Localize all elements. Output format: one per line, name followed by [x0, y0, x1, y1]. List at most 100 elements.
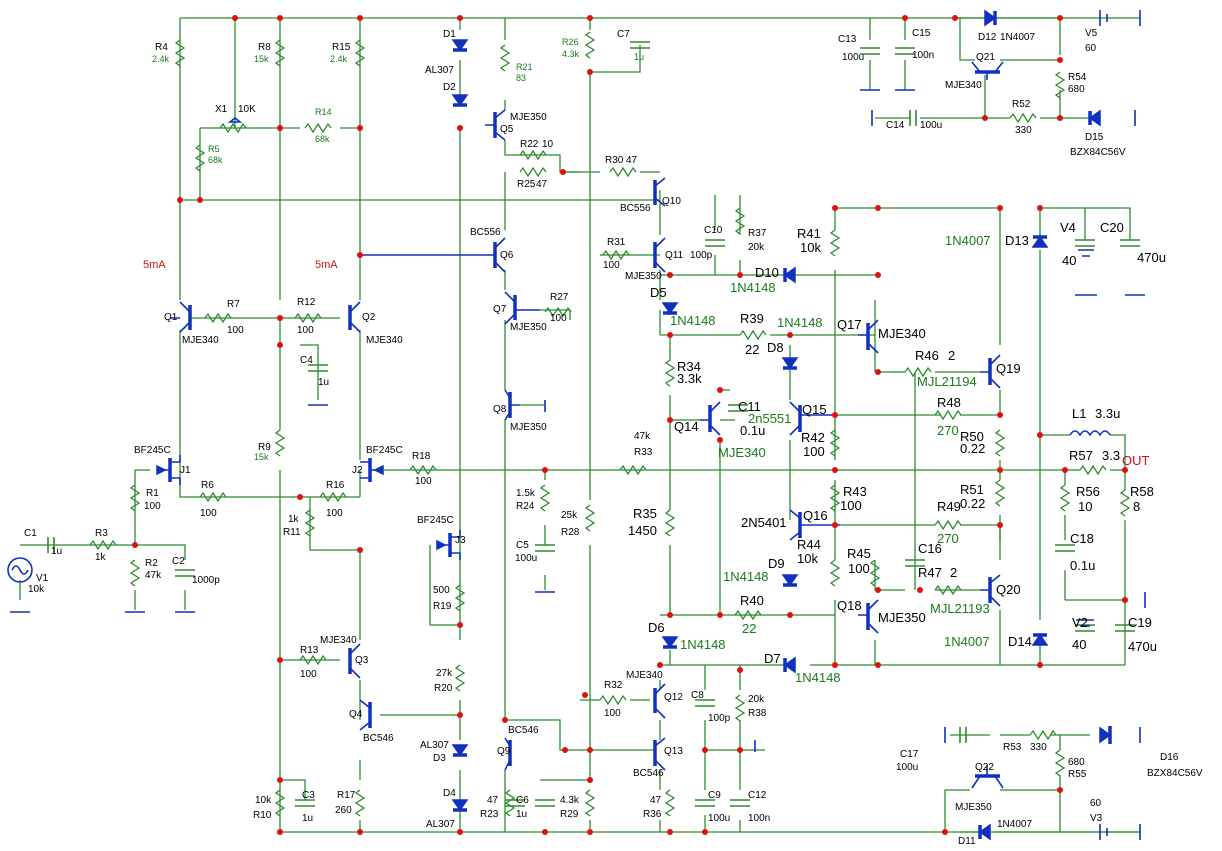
resistor-r47	[934, 584, 962, 596]
label-r14-ref: R14	[315, 107, 332, 117]
label-c19-ref: C19	[1128, 615, 1152, 630]
label-r8-value: 15k	[254, 54, 269, 64]
label-c4-value: 1u	[318, 377, 329, 388]
label-r56-ref: R56	[1076, 484, 1100, 499]
label-c20-ref: C20	[1100, 220, 1124, 235]
label-r26-value: 4.3k	[562, 49, 580, 59]
resistor-r58	[1119, 489, 1131, 517]
capacitor-c18	[1055, 544, 1075, 552]
resistor-r57	[1079, 464, 1107, 476]
label-v5-value: 60	[1085, 43, 1097, 54]
label-r44-value: 10k	[797, 551, 818, 566]
label-c3-value: 1u	[302, 813, 313, 824]
transistor-q11	[653, 237, 666, 273]
label-q3-ref: Q3	[355, 655, 369, 666]
label-d10-part: 1N4148	[730, 280, 776, 295]
label-c12-ref: C12	[748, 790, 767, 801]
label-r44-ref: R44	[797, 537, 821, 552]
label-r2-ref: R2	[145, 558, 158, 569]
capacitor-c11	[728, 404, 748, 412]
label-d8-ref: D8	[767, 340, 784, 355]
label-q5-part: MJE350	[510, 112, 547, 123]
capacitor-c6b	[535, 799, 555, 807]
label-v1-value: 10k	[28, 584, 45, 595]
label-q15-ref: Q15	[802, 402, 827, 417]
label-q19-part: MJL21194	[917, 374, 977, 389]
label-c5-ref: C5	[516, 540, 529, 551]
label-r14-value: 68k	[315, 134, 330, 144]
label-r36-value: 47	[650, 795, 662, 806]
label-r2-value: 47k	[145, 570, 162, 581]
transistor-q20	[980, 574, 1001, 607]
label-r33-ref: R33	[634, 447, 653, 458]
label-c5-value: 100u	[515, 553, 537, 564]
label-r47-ref: R47	[918, 565, 942, 580]
label-d13-ref: D13	[1005, 233, 1029, 248]
resistor-r9	[274, 429, 286, 457]
label-r58-value: 8	[1133, 499, 1140, 514]
resistor-r34	[664, 359, 676, 387]
label-c14-value: 100u	[920, 120, 942, 131]
label-d12-part: 1N4007	[1000, 32, 1035, 43]
label-r30-value: 47	[626, 155, 638, 166]
label-r5-value: 68k	[208, 155, 223, 165]
label-q13-ref: Q13	[664, 746, 683, 757]
resistor-r11	[304, 509, 316, 537]
label-d2-ref: D2	[443, 82, 456, 93]
label-d7-ref: D7	[764, 651, 781, 666]
resistor-r18	[409, 464, 437, 476]
label-al307-bot1: AL307	[420, 740, 449, 751]
resistor-r14	[304, 122, 332, 134]
transistor-q13	[653, 737, 666, 771]
label-r10-ref: R10	[253, 810, 272, 821]
capacitor-c3	[295, 799, 315, 807]
resistor-r37	[734, 207, 746, 235]
resistor-r8	[274, 39, 286, 67]
label-r13-value: 100	[300, 669, 317, 680]
label-c2-value: 1000p	[192, 575, 220, 586]
label-r41-value: 10k	[800, 240, 821, 255]
label-d14-ref: D14	[1008, 634, 1032, 649]
label-r35-value: 1450	[628, 523, 657, 538]
label-d12-ref: D12	[978, 32, 997, 43]
label-q11-ref: Q11	[665, 250, 684, 261]
label-r45-value: 100	[848, 561, 870, 576]
label-v4-value: 40	[1062, 253, 1076, 268]
label-c8-value: 100p	[708, 713, 731, 724]
label-r51-value: 0.22	[960, 496, 985, 511]
label-r46-value: 2	[948, 348, 955, 363]
diode-d10	[783, 266, 796, 284]
label-r21-ref: R21	[516, 62, 533, 72]
label-d14-part: 1N4007	[944, 634, 990, 649]
diodes	[451, 9, 1112, 841]
label-r20-value: 27k	[436, 668, 453, 679]
label-q10-ref: Q10	[662, 196, 681, 207]
label-r54-value: 680	[1068, 84, 1085, 95]
label-r19-value: 500	[433, 585, 450, 596]
labels: 5mA 5mA OUT R4 2.4k R8 15k R15 2.4k X1 1…	[24, 28, 1203, 847]
label-r8-ref: R8	[258, 42, 271, 53]
transistor-q6	[360, 237, 506, 273]
label-q18-part: MJE350	[878, 610, 926, 625]
label-r30-ref: R30	[605, 155, 624, 166]
label-q10-part: BC556	[620, 203, 651, 214]
diode-d5	[661, 302, 679, 315]
label-c11-value: 0.1u	[740, 423, 765, 438]
diode-d6	[661, 636, 679, 649]
transistor-q18	[858, 599, 879, 634]
resistor-r52	[1009, 112, 1037, 124]
label-r7-value: 100	[227, 325, 244, 336]
current-label-left: 5mA	[143, 259, 166, 271]
label-c13-value: 100u	[842, 52, 864, 63]
label-q7-ref: Q7	[493, 304, 507, 315]
label-d8-part: 1N4148	[777, 315, 823, 330]
diode-d3	[451, 744, 469, 757]
label-x1-ref: X1	[215, 104, 228, 115]
label-r37-value: 20k	[748, 242, 765, 253]
label-r50-ref: R50	[960, 429, 984, 444]
label-r51-ref: R51	[960, 482, 984, 497]
label-v3-value: 60	[1090, 798, 1102, 809]
label-r1-value: 100	[144, 501, 161, 512]
label-c9-value: 100u	[708, 813, 730, 824]
